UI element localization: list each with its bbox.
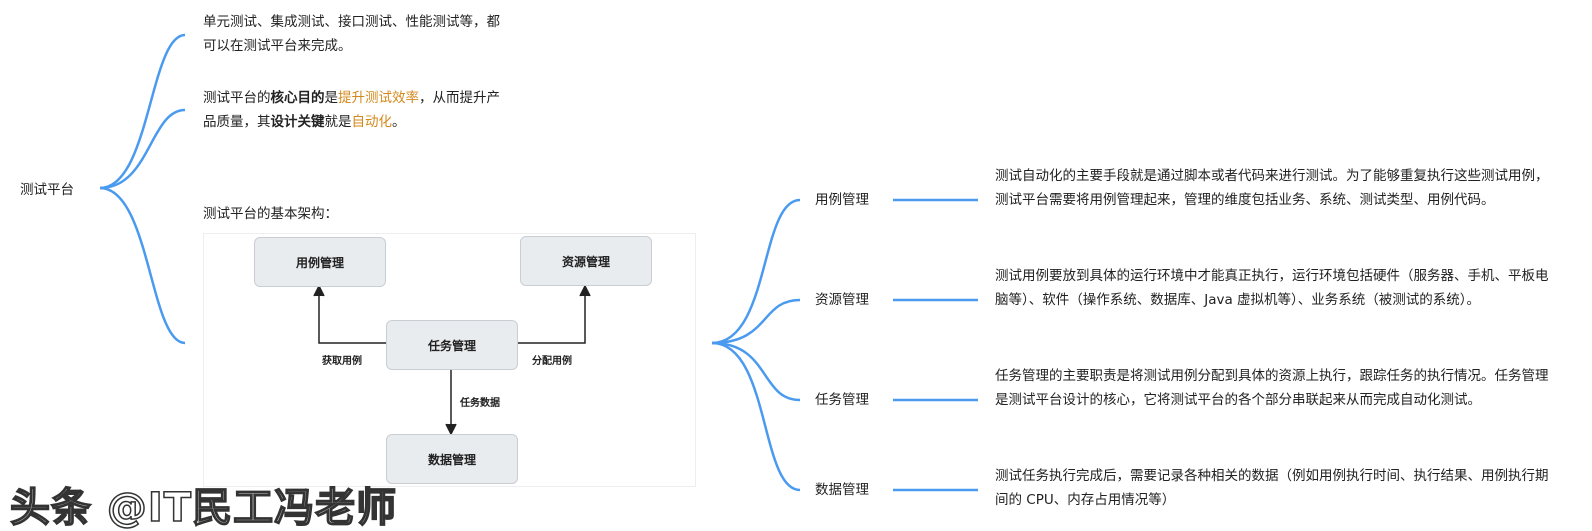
- desc-task[interactable]: 任务管理的主要职责是将测试用例分配到具体的资源上执行，跟踪任务的执行情况。任务管…: [995, 368, 1549, 408]
- desc-data[interactable]: 测试任务执行完成后，需要记录各种相关的数据（例如用例执行时间、执行结果、用例执行…: [995, 468, 1549, 508]
- arch-taskdata-label: 任务数据: [460, 398, 500, 409]
- desc-resource[interactable]: 测试用例要放到具体的运行环境中才能真正执行，运行环境包括硬件（服务器、手机、平板…: [995, 268, 1549, 308]
- node-case[interactable]: 用例管理: [815, 192, 869, 208]
- architecture-diagram: 用例管理 资源管理 任务管理 数据管理 获取用例 分配用例 任务数据: [203, 233, 696, 487]
- node-data[interactable]: 数据管理: [815, 482, 869, 498]
- arch-title: 测试平台的基本架构：: [203, 206, 338, 222]
- watermark: 头条 @IT民工冯老师: [9, 485, 398, 531]
- arch-data-box: 数据管理: [386, 434, 518, 484]
- node-task[interactable]: 任务管理: [815, 392, 869, 408]
- arch-case-box: 用例管理: [254, 237, 386, 287]
- arch-resource-box: 资源管理: [520, 236, 652, 286]
- desc-case[interactable]: 测试自动化的主要手段就是通过脚本或者代码来进行测试。为了能够重复执行这些测试用例…: [995, 168, 1549, 208]
- arch-fetch-label: 获取用例: [322, 356, 362, 367]
- note-test-types[interactable]: 单元测试、集成测试、接口测试、性能测试等，都可以在测试平台来完成。: [203, 14, 500, 54]
- node-resource[interactable]: 资源管理: [815, 292, 869, 308]
- root-node[interactable]: 测试平台: [20, 182, 74, 198]
- note-core-purpose[interactable]: 测试平台的核心目的是提升测试效率，从而提升产品质量，其设计关键就是自动化。: [203, 90, 500, 130]
- arch-task-box: 任务管理: [386, 320, 518, 370]
- arch-assign-label: 分配用例: [532, 356, 572, 367]
